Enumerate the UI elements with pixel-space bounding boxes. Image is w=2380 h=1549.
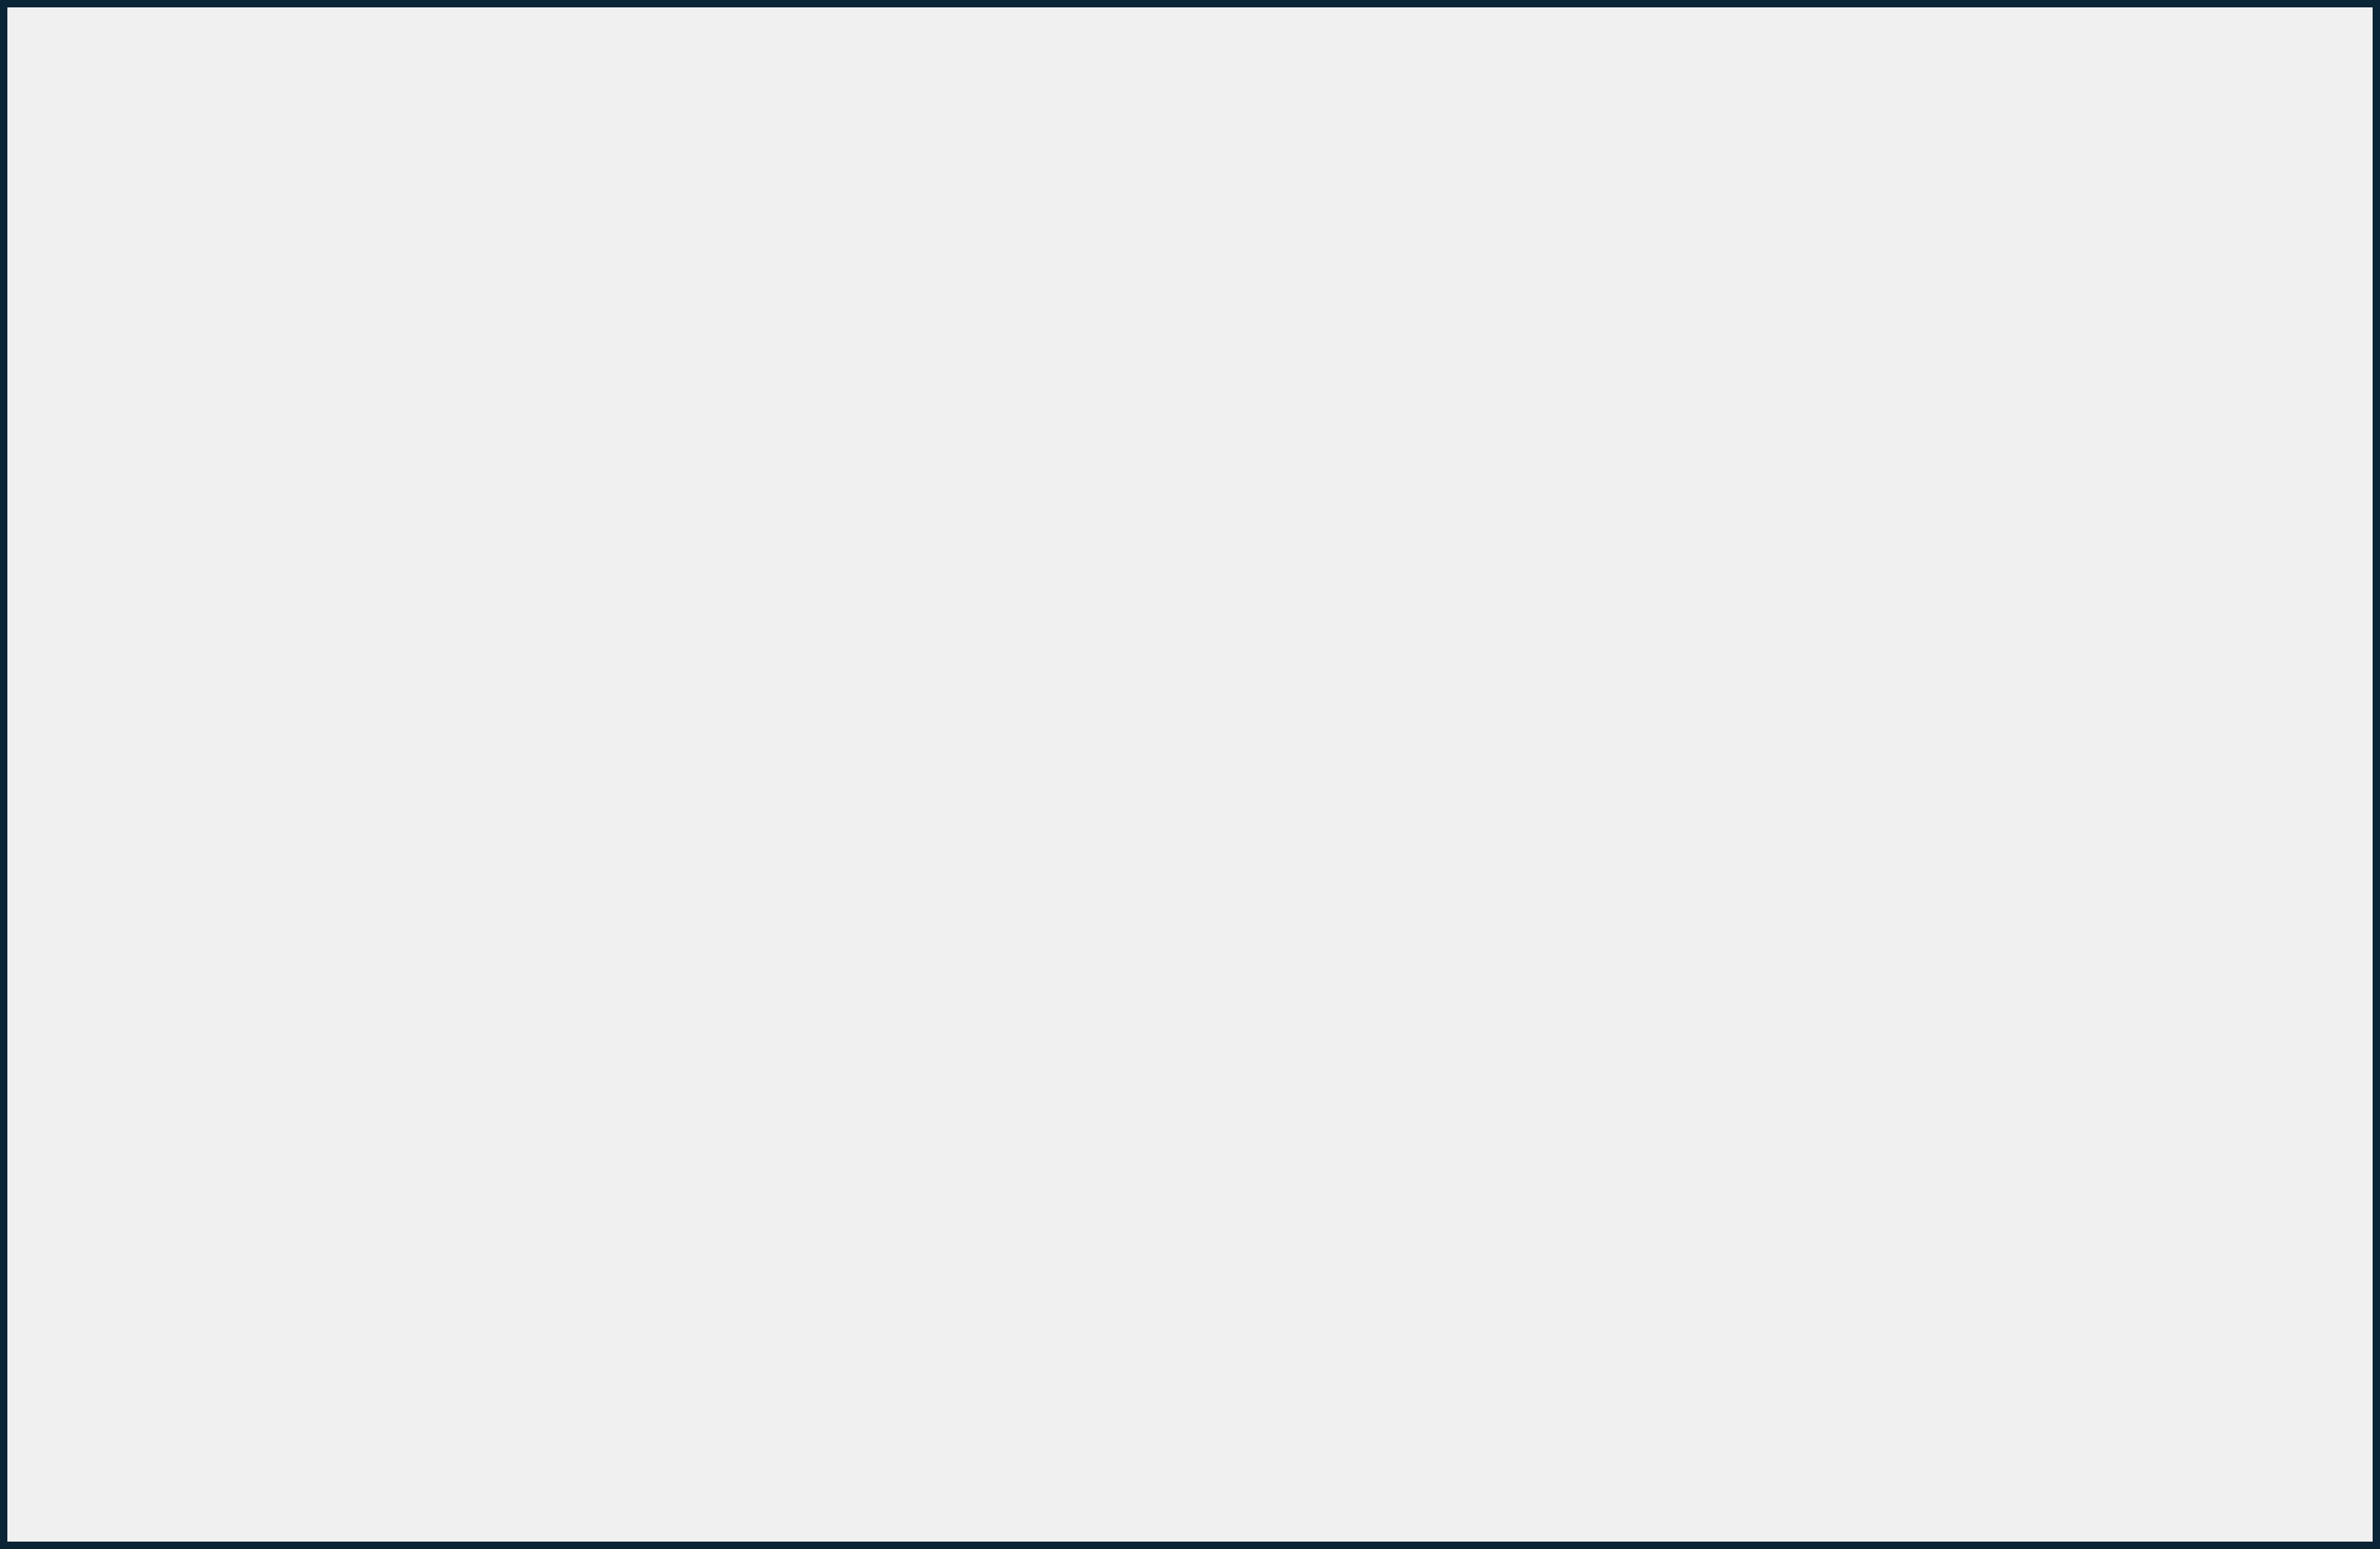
generative-ai-set-label: Generative AI	[973, 903, 1454, 1124]
ai-set-label: AI	[1166, 375, 1261, 478]
